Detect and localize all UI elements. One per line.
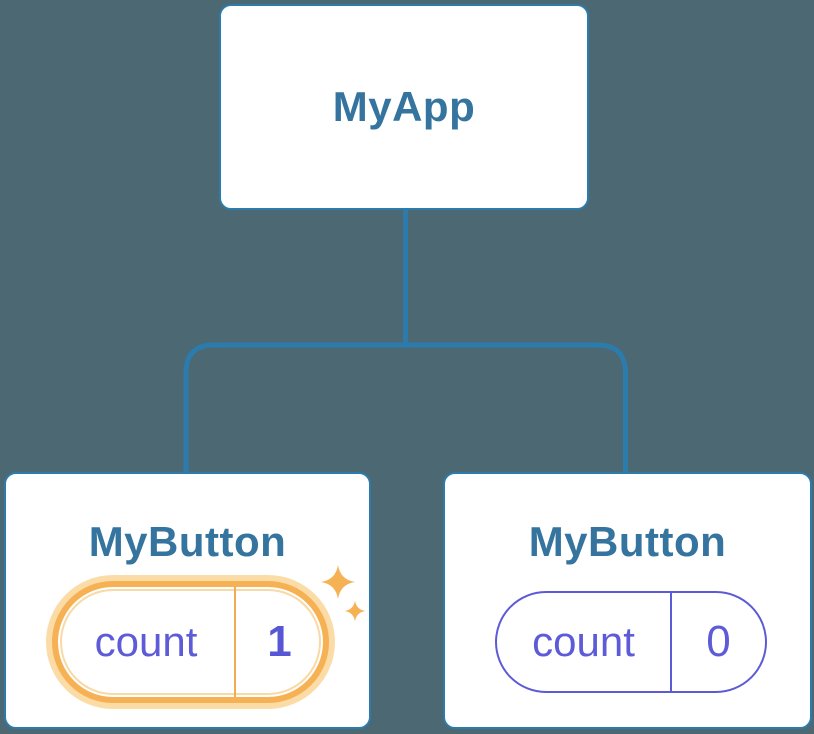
sparkle-icon-large [321, 565, 355, 599]
node-myapp-label: MyApp [332, 83, 476, 130]
state-badge-active: count 1 [52, 581, 329, 703]
node-myapp: MyApp [219, 4, 589, 210]
node-mybutton-active-label: MyButton [88, 518, 287, 565]
sparkle-icon-small [344, 600, 366, 622]
state-value: 1 [267, 617, 292, 666]
node-mybutton-idle: MyButton count 0 [443, 472, 812, 729]
node-mybutton-idle-label: MyButton [528, 518, 727, 565]
state-key-label: count [94, 618, 198, 665]
state-badge-divider [670, 593, 672, 691]
node-mybutton-active: MyButton count 1 [4, 472, 371, 729]
state-key-label: count [532, 618, 635, 665]
state-value: 0 [706, 617, 731, 666]
state-badge-divider [234, 587, 236, 697]
state-badge-idle: count 0 [495, 591, 767, 693]
